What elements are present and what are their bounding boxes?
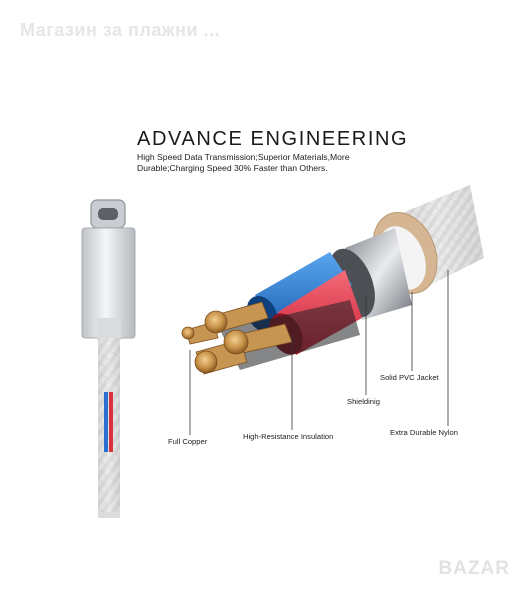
braided-cable <box>98 338 120 518</box>
subtitle-line-2: Durable;Charging Speed 30% Faster than O… <box>137 163 328 173</box>
bazar-logo: BAZAR <box>438 558 510 579</box>
label-full-copper: Full Copper <box>168 437 208 446</box>
headline: ADVANCE ENGINEERING <box>137 128 409 150</box>
label-solid-pvc: Solid PVC Jacket <box>380 373 439 382</box>
leader-lines <box>189 270 449 435</box>
label-high-resistance: High-Resistance Insulation <box>243 432 334 441</box>
label-shielding: Shieldinig <box>347 397 380 406</box>
label-durable-nylon: Extra Durable Nylon <box>390 428 458 437</box>
subtitle-line-1: High Speed Data Transmission;Superior Ma… <box>137 152 350 162</box>
copper-strands <box>181 301 293 375</box>
usb-c-connector <box>81 199 136 340</box>
site-watermark: Магазин за плажни ... <box>20 20 221 40</box>
